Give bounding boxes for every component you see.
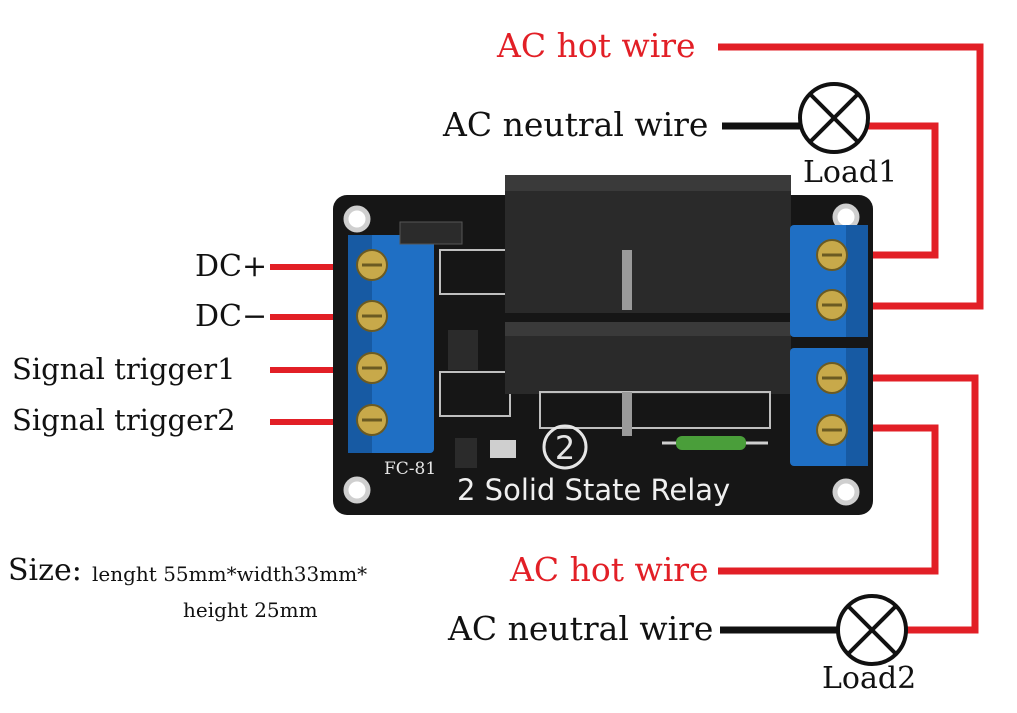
wires-top — [718, 43, 984, 310]
size-line1: lenght 55mm*width33mm* — [92, 562, 368, 586]
ac-hot-top-wire — [718, 43, 984, 310]
signal-trigger1-label: Signal trigger1 — [12, 352, 236, 386]
load1-to-terminal-wire — [868, 122, 939, 259]
load2-lamp-icon — [836, 594, 908, 666]
dc-plus-label: DC+ — [195, 249, 268, 284]
dc-minus-label: DC− — [195, 299, 268, 334]
signal-trigger2-label: Signal trigger2 — [12, 403, 236, 437]
relay-1 — [505, 175, 791, 313]
load1-label: Load1 — [803, 155, 898, 190]
ac-hot-wire-bottom-label: AC hot wire — [510, 550, 709, 589]
load1-lamp-icon — [798, 82, 870, 154]
board-model: FC-81 — [384, 459, 436, 479]
mounting-holes — [343, 203, 860, 506]
relay-2 — [505, 322, 791, 436]
load2-to-terminal-wire — [868, 374, 979, 634]
channel-mark-circle — [542, 424, 588, 470]
relay-board: 2 — [333, 175, 873, 515]
ac-neutral-wire-top-label: AC neutral wire — [443, 105, 709, 144]
ac-terminal-block-1 — [790, 225, 868, 337]
size-label: Size: — [8, 553, 82, 588]
ac-neutral-wire-bottom-label: AC neutral wire — [448, 609, 714, 648]
ac-hot-bottom-wire — [718, 424, 939, 575]
size-line2: height 25mm — [183, 598, 318, 622]
load2-label: Load2 — [822, 661, 917, 696]
board-components — [399, 221, 768, 468]
ac-hot-wire-top-label: AC hot wire — [497, 26, 696, 65]
wires-bottom — [718, 374, 979, 634]
dc-terminal-block — [348, 235, 434, 453]
ac-terminal-block-2 — [790, 348, 868, 466]
channel-mark: 2 — [555, 429, 575, 467]
board-title: 2 Solid State Relay — [457, 473, 730, 507]
